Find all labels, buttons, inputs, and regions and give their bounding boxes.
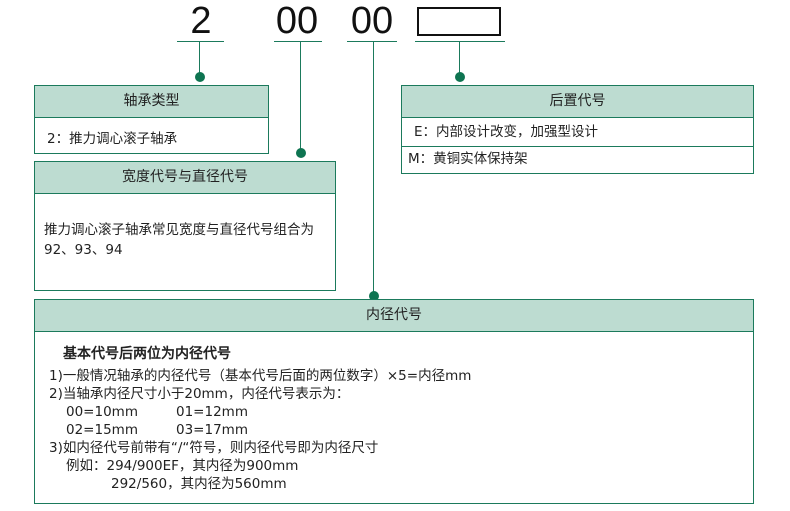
suffix-item: E：内部设计改变，加强型设计: [402, 118, 753, 147]
bore-title: 内径代号: [35, 300, 753, 332]
type-code: 2: [190, 0, 212, 42]
dot-marker: [369, 291, 379, 301]
bore-code: 00: [350, 0, 394, 42]
bore-line-2: 2)当轴承内径尺寸小于20mm，内径代号表示为：: [49, 386, 350, 402]
connector-bore: [373, 41, 374, 297]
dot-marker: [455, 72, 465, 82]
underline-type: [177, 41, 224, 42]
width-diameter-text: 推力调心滚子轴承常见宽度与直径代号组合为92、93、94: [44, 222, 314, 258]
width-diameter-box: 宽度代号与直径代号 推力调心滚子轴承常见宽度与直径代号组合为92、93、94: [34, 161, 336, 291]
width-diameter-title: 宽度代号与直径代号: [35, 162, 335, 194]
connector-width: [300, 41, 301, 153]
bore-pair: 01=12mm: [176, 404, 248, 420]
suffix-title: 后置代号: [402, 86, 753, 118]
dot-marker: [296, 148, 306, 158]
bearing-type-item: 2：推力调心滚子轴承: [47, 131, 178, 147]
suffix-item: M：黄铜实体保持架: [408, 151, 528, 167]
bearing-type-title: 轴承类型: [35, 86, 268, 118]
bore-box: 内径代号 基本代号后两位为内径代号 1)一般情况轴承的内径代号（基本代号后面的两…: [34, 299, 754, 504]
bore-pair: 03=17mm: [176, 422, 248, 438]
bore-pair: 00=10mm: [66, 404, 138, 420]
bore-pair-row: 00=10mm 01=12mm: [49, 403, 753, 421]
bore-example-1: 例如：294/900EF，其内径为900mm: [66, 458, 299, 474]
underline-bore: [347, 41, 397, 42]
bore-example-2: 292/560，其内径为560mm: [111, 476, 287, 492]
connector-suffix: [459, 41, 460, 77]
bore-pair: 02=15mm: [66, 422, 138, 438]
bore-line-1: 1)一般情况轴承的内径代号（基本代号后面的两位数字）×5=内径mm: [49, 368, 472, 384]
connector-type: [199, 41, 200, 77]
bore-heading: 基本代号后两位为内径代号: [63, 346, 231, 362]
underline-suffix: [415, 41, 505, 42]
bore-pair-row: 02=15mm 03=17mm: [49, 421, 753, 439]
suffix-code-box: [417, 7, 501, 36]
bore-line-3: 3)如内径代号前带有“/“符号，则内径代号即为内径尺寸: [49, 440, 379, 456]
width-diameter-code: 00: [275, 0, 319, 42]
bearing-type-box: 轴承类型 2：推力调心滚子轴承: [34, 85, 269, 154]
underline-width: [274, 41, 322, 42]
dot-marker: [195, 72, 205, 82]
suffix-box: 后置代号 E：内部设计改变，加强型设计 M：黄铜实体保持架: [401, 85, 754, 174]
